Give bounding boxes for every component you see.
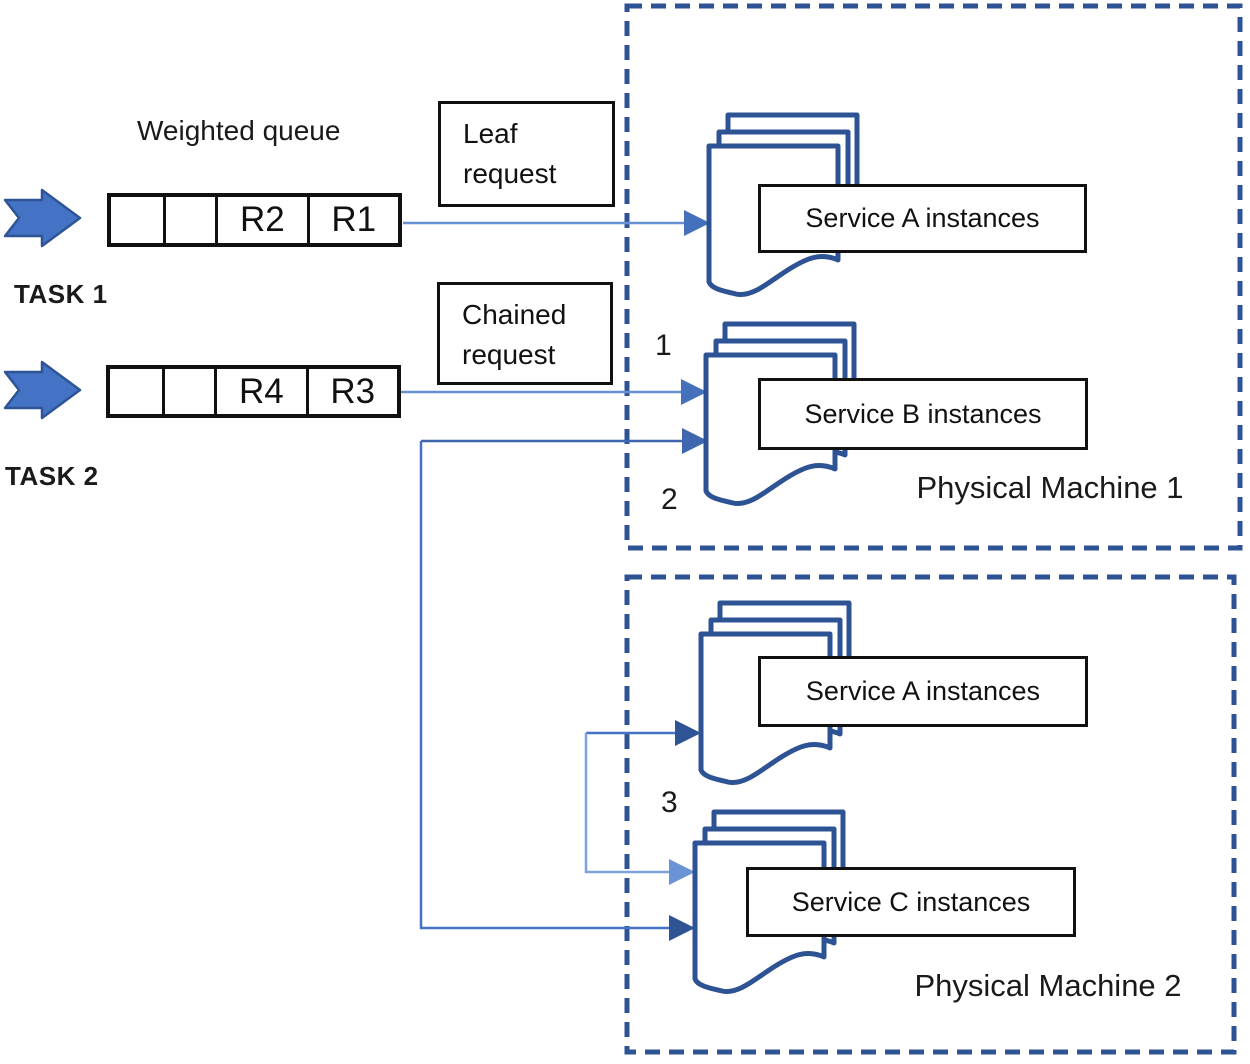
service-c-pm2-label: Service C instances — [746, 867, 1076, 937]
queue-cell — [165, 369, 218, 414]
task1-label: TASK 1 — [14, 279, 108, 309]
queue-cell: R1 — [331, 200, 377, 239]
task2-input-arrow-icon — [3, 360, 82, 420]
step-label-1: 1 — [655, 329, 672, 362]
step-label-2: 2 — [661, 483, 678, 516]
physical-machine-2-name: Physical Machine 2 — [914, 968, 1182, 1003]
queue-cell: R2 — [218, 197, 310, 243]
arrowhead-chained-request-1 — [681, 379, 707, 405]
service-a-pm2-label: Service A instances — [758, 656, 1088, 727]
arrowhead-to-service-c-long — [669, 915, 695, 941]
task1-input-arrow-icon — [3, 188, 82, 248]
leaf-request-box: Leaf request — [438, 101, 615, 207]
queue-cell — [166, 197, 219, 243]
service-b-pm1-label: Service B instances — [758, 378, 1088, 450]
physical-machine-1-name: Physical Machine 1 — [916, 470, 1184, 505]
queue-cell — [111, 197, 166, 243]
arrowhead-chained-request-2 — [682, 428, 708, 454]
service-a-pm1-label: Service A instances — [758, 184, 1087, 253]
task2-weighted-queue: R4 R3 — [106, 365, 401, 418]
task2-label: TASK 2 — [5, 461, 99, 491]
connector-to-service-c-long — [419, 441, 669, 930]
arrowhead-step3-to-service-a — [675, 720, 701, 746]
weighted-queue-title: Weighted queue — [137, 115, 341, 146]
physical-machine-2-border — [624, 574, 1237, 1055]
chained-request-box: Chained request — [437, 282, 613, 385]
queue-cell: R4 — [217, 369, 309, 414]
task1-weighted-queue: R2 R1 — [107, 193, 402, 247]
arrowhead-step3-to-service-c — [669, 859, 695, 885]
step-label-3: 3 — [661, 786, 678, 819]
queue-cell: R3 — [330, 371, 376, 411]
arrowhead-leaf-request — [684, 210, 710, 236]
queue-cell — [110, 369, 165, 414]
connector-step3-to-service-c — [584, 733, 669, 874]
